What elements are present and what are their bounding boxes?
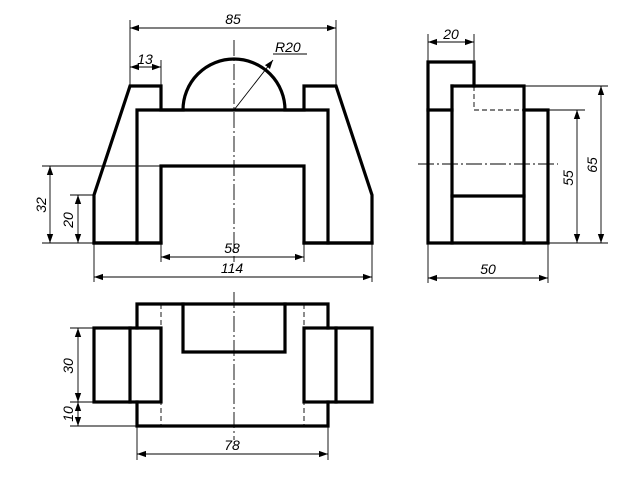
dim-50-label: 50 xyxy=(480,261,496,277)
dim-s20-label: 20 xyxy=(442,26,459,42)
dim-65-label: 65 xyxy=(584,157,600,173)
dim-13-label: 13 xyxy=(137,51,153,67)
top-view-right-lug xyxy=(302,326,374,404)
dim-114-label: 114 xyxy=(221,260,244,276)
side-view-outline xyxy=(426,60,550,245)
top-view-left-lug xyxy=(92,326,163,404)
top-view-body xyxy=(135,302,330,428)
dim-55-label: 55 xyxy=(560,170,576,186)
dim-10-label: 10 xyxy=(60,406,76,422)
dim-30-label: 30 xyxy=(60,358,76,374)
dim-20-label: 20 xyxy=(60,212,76,229)
dim-85-label: 85 xyxy=(225,11,241,27)
dim-32-label: 32 xyxy=(33,197,49,213)
dim-r20-leader xyxy=(233,59,274,111)
front-view: 85 13 R20 32 20 58 114 xyxy=(33,11,374,282)
front-view-outline xyxy=(92,57,374,245)
dim-r20-label: R20 xyxy=(275,39,301,55)
top-view: 30 10 78 xyxy=(60,292,374,460)
dim-78-label: 78 xyxy=(224,437,240,453)
front-view-body xyxy=(135,108,330,245)
side-view: 20 55 65 50 xyxy=(418,26,608,283)
dim-58-label: 58 xyxy=(224,240,240,256)
